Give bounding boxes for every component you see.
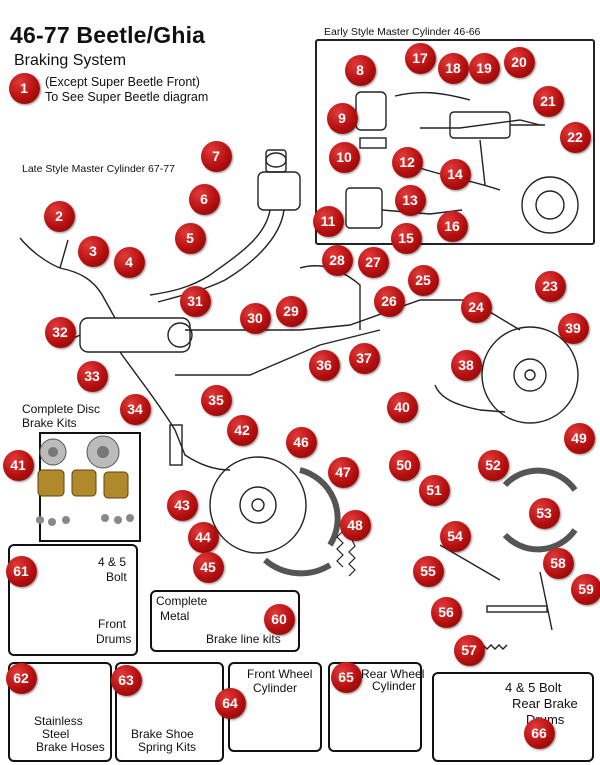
part-badge-53[interactable]: 53: [528, 497, 560, 529]
part-badge-57[interactable]: 57: [453, 634, 485, 666]
hoses-line2: Steel: [42, 727, 70, 741]
disc-kit-art: [36, 432, 141, 542]
part-badge-51[interactable]: 51: [418, 474, 450, 506]
part-badge-13[interactable]: 13: [394, 184, 426, 216]
part-badge-46[interactable]: 46: [285, 426, 317, 458]
part-badge-4[interactable]: 4: [113, 246, 145, 278]
springs-line1: Brake Shoe: [131, 727, 194, 741]
part-badge-18[interactable]: 18: [437, 52, 469, 84]
rear-cyl-line2: Cylinder: [372, 679, 417, 693]
part-badge-7[interactable]: 7: [200, 140, 232, 172]
part-badge-2[interactable]: 2: [43, 200, 75, 232]
front-drums-line4: Drums: [96, 632, 132, 646]
part-badge-55[interactable]: 55: [412, 555, 444, 587]
hoses-line1: Stainless: [34, 714, 83, 728]
part-badge-38[interactable]: 38: [450, 349, 482, 381]
part-badge-25[interactable]: 25: [407, 264, 439, 296]
part-badge-31[interactable]: 31: [179, 285, 211, 317]
part-badge-26[interactable]: 26: [373, 285, 405, 317]
rear-drums-box[interactable]: [432, 672, 594, 762]
brake-lines-line2: Metal: [160, 609, 190, 623]
super-beetle-link-badge[interactable]: 1: [8, 72, 40, 104]
rear-cylinder-badge[interactable]: 65: [330, 661, 362, 693]
front-cyl-line1: Front Wheel: [247, 667, 313, 681]
front-drums-badge[interactable]: 61: [5, 555, 37, 587]
part-badge-52[interactable]: 52: [477, 449, 509, 481]
part-badge-30[interactable]: 30: [239, 302, 271, 334]
part-badge-22[interactable]: 22: [559, 121, 591, 153]
part-badge-35[interactable]: 35: [200, 384, 232, 416]
part-badge-20[interactable]: 20: [503, 46, 535, 78]
part-badge-11[interactable]: 11: [312, 205, 344, 237]
part-badge-48[interactable]: 48: [339, 509, 371, 541]
part-badge-40[interactable]: 40: [386, 391, 418, 423]
page-title: 46-77 Beetle/Ghia: [10, 22, 206, 48]
front-drums-line2: Bolt: [106, 570, 127, 584]
part-badge-19[interactable]: 19: [468, 52, 500, 84]
part-badge-29[interactable]: 29: [275, 295, 307, 327]
brake-lines-line1: Complete: [156, 594, 208, 608]
disc-kit-label-1: Complete Disc: [22, 402, 101, 416]
spring-kits-badge[interactable]: 63: [110, 664, 142, 696]
note-line-1: (Except Super Beetle Front): [45, 75, 200, 89]
part-badge-45[interactable]: 45: [192, 551, 224, 583]
part-badge-32[interactable]: 32: [44, 316, 76, 348]
brake-line-kits-badge[interactable]: 60: [263, 603, 295, 635]
part-badge-54[interactable]: 54: [439, 520, 471, 552]
rear-drums-badge[interactable]: 66: [523, 717, 555, 749]
part-badge-6[interactable]: 6: [188, 183, 220, 215]
part-badge-34[interactable]: 34: [119, 393, 151, 425]
part-badge-28[interactable]: 28: [321, 244, 353, 276]
disc-kit-badge[interactable]: 41: [2, 449, 34, 481]
part-badge-36[interactable]: 36: [308, 349, 340, 381]
brake-lines-line3: Brake line kits: [206, 632, 281, 646]
part-badge-42[interactable]: 42: [226, 414, 258, 446]
part-badge-17[interactable]: 17: [404, 42, 436, 74]
part-badge-3[interactable]: 3: [77, 235, 109, 267]
springs-line2: Spring Kits: [138, 740, 197, 754]
hoses-badge[interactable]: 62: [5, 662, 37, 694]
part-badge-10[interactable]: 10: [328, 141, 360, 173]
late-style-caption: Late Style Master Cylinder 67-77: [22, 163, 175, 175]
front-drums-line1: 4 & 5: [98, 555, 127, 569]
hoses-line3: Brake Hoses: [36, 740, 105, 754]
rear-drums-line1: 4 & 5 Bolt: [505, 680, 562, 695]
front-cyl-line2: Cylinder: [253, 681, 298, 695]
part-badge-56[interactable]: 56: [430, 596, 462, 628]
rear-drums-line2: Rear Brake: [512, 696, 578, 711]
front-drums-line3: Front: [98, 617, 127, 631]
part-badge-14[interactable]: 14: [439, 158, 471, 190]
front-cylinder-badge[interactable]: 64: [214, 687, 246, 719]
part-badge-43[interactable]: 43: [166, 489, 198, 521]
part-badge-49[interactable]: 49: [563, 422, 595, 454]
part-badge-37[interactable]: 37: [348, 342, 380, 374]
part-badge-9[interactable]: 9: [326, 102, 358, 134]
super-beetle-link[interactable]: To See Super Beetle diagram: [45, 90, 209, 104]
part-badge-50[interactable]: 50: [388, 449, 420, 481]
page-subtitle: Braking System: [14, 52, 127, 69]
part-badge-33[interactable]: 33: [76, 360, 108, 392]
part-badge-44[interactable]: 44: [187, 521, 219, 553]
part-badge-39[interactable]: 39: [557, 312, 589, 344]
part-badge-16[interactable]: 16: [436, 210, 468, 242]
part-badge-12[interactable]: 12: [391, 146, 423, 178]
part-badge-8[interactable]: 8: [344, 54, 376, 86]
part-badge-23[interactable]: 23: [534, 270, 566, 302]
rear-cyl-line1: Rear Wheel: [361, 667, 425, 681]
part-badge-24[interactable]: 24: [460, 291, 492, 323]
early-style-caption: Early Style Master Cylinder 46-66: [324, 26, 481, 38]
part-badge-21[interactable]: 21: [532, 85, 564, 117]
part-badge-58[interactable]: 58: [542, 547, 574, 579]
part-badge-59[interactable]: 59: [570, 573, 600, 605]
disc-kit-label-2: Brake Kits: [22, 416, 77, 430]
part-badge-5[interactable]: 5: [174, 222, 206, 254]
part-badge-27[interactable]: 27: [357, 246, 389, 278]
part-badge-15[interactable]: 15: [390, 222, 422, 254]
part-badge-47[interactable]: 47: [327, 456, 359, 488]
